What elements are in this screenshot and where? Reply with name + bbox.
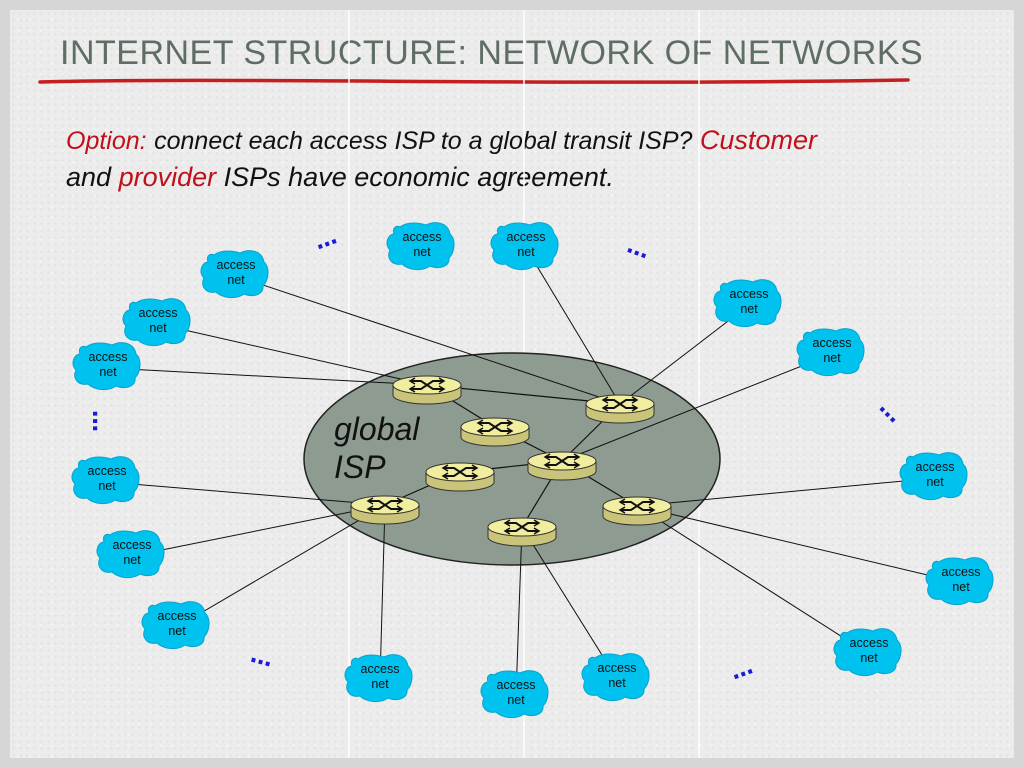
- access-net-label-line1: access: [139, 306, 178, 320]
- access-net-label-line1: access: [88, 464, 127, 478]
- access-net-label-line2: net: [123, 553, 141, 567]
- access-link: [636, 505, 962, 584]
- routers: [350, 375, 672, 547]
- option-label: Option:: [66, 127, 147, 155]
- access-link: [561, 353, 833, 462]
- router-icon: [602, 496, 672, 526]
- slide-title: INTERNET STRUCTURE: NETWORK OF NETWORKS: [60, 34, 924, 72]
- access-net-label-line2: net: [517, 245, 535, 259]
- access-net-label-line1: access: [507, 230, 546, 244]
- access-net-label-line1: access: [217, 258, 256, 272]
- access-link: [636, 477, 936, 507]
- customer-word: Customer: [699, 125, 817, 155]
- access-net-label-line1: access: [403, 230, 442, 244]
- access-link: [131, 504, 386, 557]
- subtitle-text-1: connect each access ISP to a global tran…: [154, 127, 693, 155]
- ellipsis-marker: …: [87, 410, 112, 432]
- isp-label-line2: ISP: [334, 449, 386, 485]
- ellipsis-marker: …: [248, 643, 276, 673]
- access-net-label-line2: net: [823, 351, 841, 365]
- isp-label-line1: global: [334, 411, 420, 447]
- router-icon: [425, 462, 495, 492]
- subtitle-text-2: ISPs have economic agreement.: [223, 162, 614, 192]
- access-net-label-line2: net: [227, 273, 245, 287]
- ellipsis-marker: …: [874, 395, 907, 428]
- access-link: [515, 526, 523, 697]
- access-net-label-line1: access: [850, 636, 889, 650]
- access-net-label-line2: net: [168, 624, 186, 638]
- access-link: [157, 323, 428, 386]
- access-net-label-line2: net: [413, 245, 431, 259]
- access-link: [379, 504, 386, 681]
- access-net-label-line1: access: [158, 609, 197, 623]
- access-net-label-line2: net: [507, 693, 525, 707]
- router-icon: [350, 495, 420, 525]
- access-net-label-line1: access: [730, 287, 769, 301]
- router-icon: [392, 375, 462, 405]
- ellipsis-marker: …: [727, 654, 756, 685]
- links: [106, 247, 962, 697]
- access-net-label-line1: access: [361, 662, 400, 676]
- and-word: and: [66, 162, 112, 192]
- router-icon: [487, 517, 557, 547]
- access-link: [525, 247, 621, 405]
- router-icon: [460, 417, 530, 447]
- router-icon: [585, 394, 655, 424]
- access-net-label-line2: net: [98, 479, 116, 493]
- subtitle: Option: connect each access ISP to a glo…: [66, 122, 966, 195]
- title-underline: [38, 78, 910, 84]
- access-link: [636, 505, 870, 655]
- access-nets: accessnetaccessnetaccessnetaccessnetacce…: [71, 222, 994, 719]
- access-net-label-line1: access: [813, 336, 852, 350]
- access-link: [235, 275, 621, 405]
- access-net-label-line2: net: [926, 475, 944, 489]
- access-net-label-line1: access: [113, 538, 152, 552]
- access-net-label-line1: access: [942, 565, 981, 579]
- access-link: [106, 481, 386, 506]
- access-net-label-line1: access: [598, 661, 637, 675]
- access-net-label-line2: net: [371, 677, 389, 691]
- access-net-label-line2: net: [740, 302, 758, 316]
- router-icon: [527, 451, 597, 481]
- access-net-label-line2: net: [149, 321, 167, 335]
- ellipsis-marker: …: [624, 233, 653, 264]
- access-net-label-line1: access: [497, 678, 536, 692]
- access-link: [521, 526, 618, 680]
- access-net-label-line2: net: [952, 580, 970, 594]
- access-net-label-line2: net: [608, 676, 626, 690]
- access-net-label-line2: net: [99, 365, 117, 379]
- ellipsis-marker: …: [311, 224, 340, 255]
- access-link: [176, 504, 386, 628]
- access-link: [107, 367, 428, 386]
- provider-word: provider: [118, 162, 217, 192]
- access-net-label-line1: access: [89, 350, 128, 364]
- access-net-label-line2: net: [860, 651, 878, 665]
- access-net-label-line1: access: [916, 460, 955, 474]
